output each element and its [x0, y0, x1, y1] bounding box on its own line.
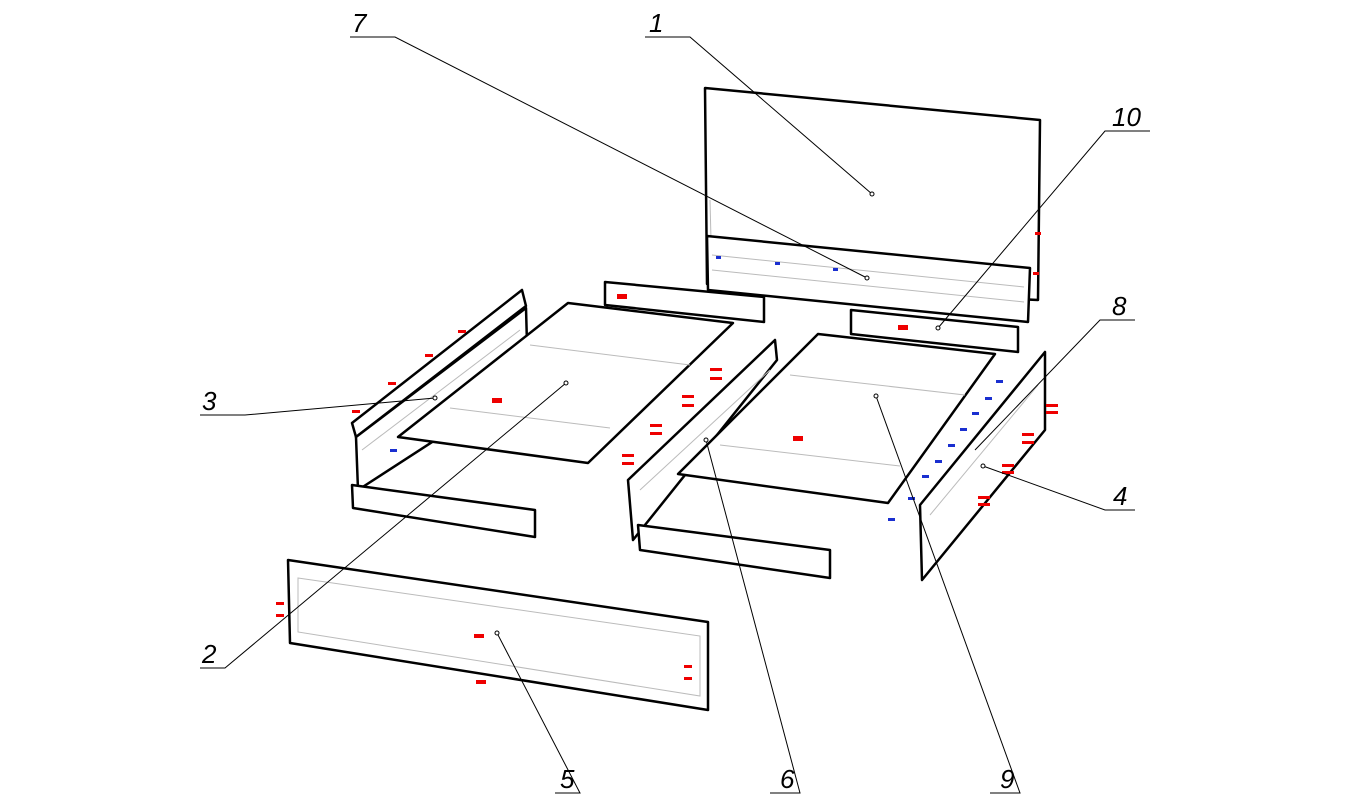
- part-label-5: 5: [560, 764, 575, 794]
- part-label-8: 8: [1112, 291, 1127, 321]
- part-9-slat-board: [676, 332, 997, 505]
- part-label-3: 3: [202, 386, 217, 416]
- fasteners-red: [276, 232, 1058, 684]
- part-label-7: 7: [352, 8, 368, 38]
- part-left-front-rail: [350, 483, 537, 539]
- part-10-small-board: [849, 308, 1020, 354]
- part-label-1: 1: [649, 8, 663, 38]
- part-label-10: 10: [1112, 102, 1141, 132]
- part-label-4: 4: [1113, 481, 1127, 511]
- part-label-6: 6: [780, 764, 795, 794]
- part-3-side-rail: [350, 288, 530, 492]
- part-right-front-rail: [636, 523, 832, 580]
- fasteners-blue: [390, 256, 1003, 521]
- part-label-9: 9: [1000, 764, 1014, 794]
- part-6-inner-rail: [626, 338, 779, 542]
- leader-lines: [200, 36, 1150, 794]
- part-label-2: 2: [201, 639, 217, 669]
- part-10-small-board-left: [603, 280, 766, 324]
